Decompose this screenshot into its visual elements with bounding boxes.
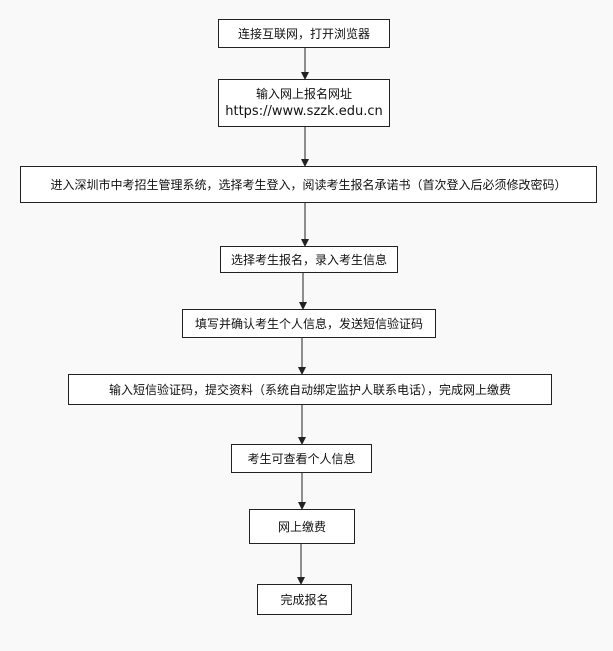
step-label: 进入深圳市中考招生管理系统，选择考生登入，阅读考生报名承诺书（首次登入后必须修改… xyxy=(50,177,567,192)
step-label: 输入短信验证码，提交资料（系统自动绑定监护人联系电话），完成网上缴费 xyxy=(108,382,511,397)
step-label: 考生可查看个人信息 xyxy=(247,451,356,466)
step-view-info: 考生可查看个人信息 xyxy=(231,444,372,473)
step-online-payment: 网上缴费 xyxy=(249,509,355,544)
step-open-browser: 连接互联网，打开浏览器 xyxy=(218,19,390,48)
step-label: 连接互联网，打开浏览器 xyxy=(237,26,370,41)
step-label: 选择考生报名，录入考生信息 xyxy=(230,252,387,267)
step-enter-url: 输入网上报名网址 https://www.szzk.edu.cn xyxy=(218,79,390,127)
step-submit-pay: 输入短信验证码，提交资料（系统自动绑定监护人联系电话），完成网上缴费 xyxy=(68,374,552,405)
step-complete: 完成报名 xyxy=(257,584,352,615)
step-label: 网上缴费 xyxy=(277,519,326,534)
step-enter-info: 选择考生报名，录入考生信息 xyxy=(220,246,398,273)
step-label: 输入网上报名网址 xyxy=(255,87,352,101)
step-url: https://www.szzk.edu.cn xyxy=(225,104,383,119)
step-login-system: 进入深圳市中考招生管理系统，选择考生登入，阅读考生报名承诺书（首次登入后必须修改… xyxy=(20,166,597,203)
step-label: 完成报名 xyxy=(280,592,329,607)
step-label: 填写并确认考生个人信息，发送短信验证码 xyxy=(194,316,423,331)
step-confirm-info: 填写并确认考生个人信息，发送短信验证码 xyxy=(182,309,436,338)
